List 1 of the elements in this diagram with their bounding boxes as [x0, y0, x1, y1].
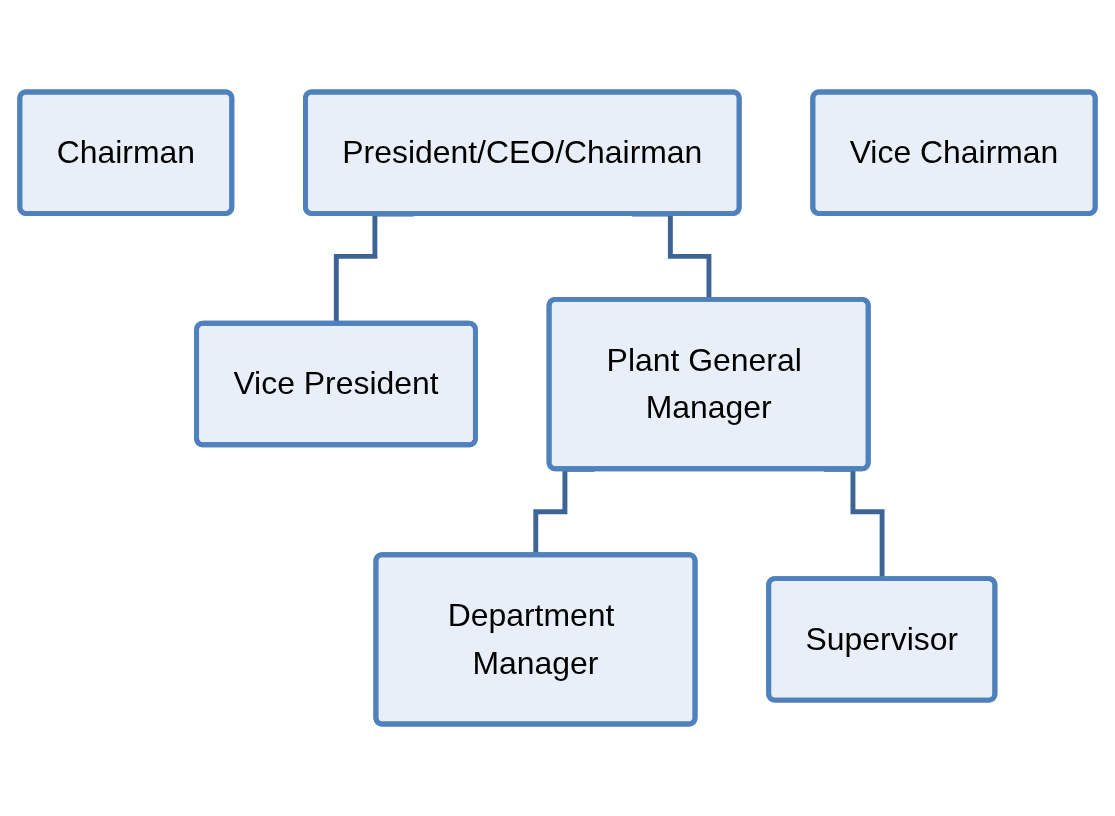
- org-chart: Chairman President/CEO/Chairman Vice Chairman Vice President Plant General Manager Department Manager Supervisor: [10, 10, 1105, 806]
